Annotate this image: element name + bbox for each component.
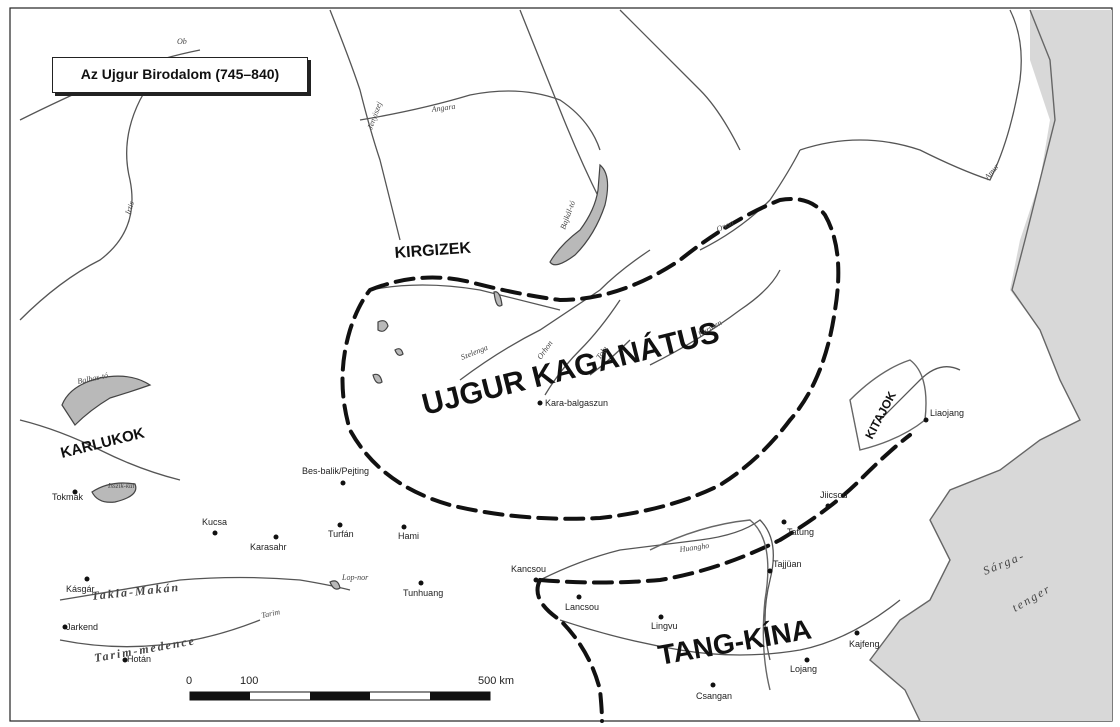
city-csangan: Csangan — [696, 691, 732, 701]
city-lingvu: Lingvu — [651, 621, 678, 631]
label-huangho: Huangho — [678, 541, 710, 554]
city-tajjuan: Tajjüan — [773, 559, 802, 569]
river-huangho — [539, 519, 774, 661]
river-orhon — [544, 299, 621, 396]
tang-boundary — [538, 433, 912, 585]
river-east — [879, 366, 961, 421]
city-jiicsou: Jiicsou — [820, 490, 848, 500]
city-turfan: Turfán — [328, 529, 354, 539]
city-kajfeng: Kajfeng — [849, 639, 880, 649]
lake-small-4 — [493, 291, 503, 307]
city-lojang: Lojang — [790, 664, 817, 674]
river-north-1 — [519, 9, 601, 201]
coastline — [869, 9, 1081, 722]
river-west — [19, 419, 181, 481]
city-tunhuang: Tunhuang — [403, 588, 443, 598]
city-kancsou: Kancsou — [511, 564, 546, 574]
map-title: Az Ujgur Birodalom (745–840) — [80, 66, 280, 82]
river-angara — [359, 90, 601, 151]
label-angara: Angara — [430, 102, 456, 114]
yellow-sea-area — [870, 10, 1112, 721]
river-upper — [369, 284, 561, 311]
label-lop: Lop-nor — [341, 573, 369, 582]
scale-bar — [189, 691, 491, 701]
river-szelenga — [459, 249, 651, 381]
city-bes-balik: Bes-balik/Pejting — [302, 466, 369, 476]
scale-label-100: 100 — [240, 675, 258, 687]
label-ob: Ob — [177, 37, 187, 46]
city-liaojang: Liaojang — [930, 408, 964, 418]
lake-lop — [329, 580, 341, 590]
label-tarim-river: Tarim — [261, 607, 282, 620]
city-hami: Hami — [398, 531, 419, 541]
tang-boundary-west — [535, 578, 604, 723]
city-jarkend: Jarkend — [66, 622, 98, 632]
lake-small-3 — [372, 373, 383, 384]
river-tarim-south — [59, 619, 261, 648]
ujgur-empire-boundary — [340, 197, 841, 521]
city-markers — [62, 400, 929, 688]
city-karasahr: Karasahr — [250, 542, 287, 552]
kitaj-region-border — [849, 359, 927, 451]
lake-balhas — [61, 375, 152, 426]
river-amur — [799, 9, 1022, 181]
river-tola — [589, 339, 631, 376]
scale-label-500: 500 km — [478, 675, 514, 687]
river-tarim — [59, 576, 351, 601]
lake-small-1 — [377, 320, 389, 332]
river-kerulen — [649, 269, 781, 366]
city-tokmak: Tokmak — [52, 492, 84, 502]
map-title-box: Az Ujgur Birodalom (745–840) — [52, 57, 308, 93]
tang-region-border — [649, 519, 771, 691]
lake-small-2 — [394, 348, 404, 356]
label-issik: Isszik-kul — [107, 482, 134, 490]
city-kara-balgaszun: Kara-balgaszun — [545, 398, 608, 408]
scale-label-0: 0 — [186, 675, 192, 687]
river-jenyiszej — [329, 9, 401, 241]
river-south — [559, 599, 901, 656]
city-kucsa: Kucsa — [202, 517, 227, 527]
lake-issik — [91, 482, 137, 503]
river-north-2 — [619, 9, 741, 151]
river-irtis — [19, 59, 181, 321]
lake-bajkal — [549, 163, 609, 266]
city-hotan: Hotán — [127, 654, 151, 664]
label-irtis: Irtis — [123, 200, 136, 216]
city-tatung: Tatung — [787, 527, 814, 537]
region-kirgizek: KIRGIZEK — [394, 240, 472, 262]
river-onon — [699, 149, 801, 251]
city-lancsou: Lancsou — [565, 602, 599, 612]
city-kasgar: Kásgár — [66, 584, 95, 594]
